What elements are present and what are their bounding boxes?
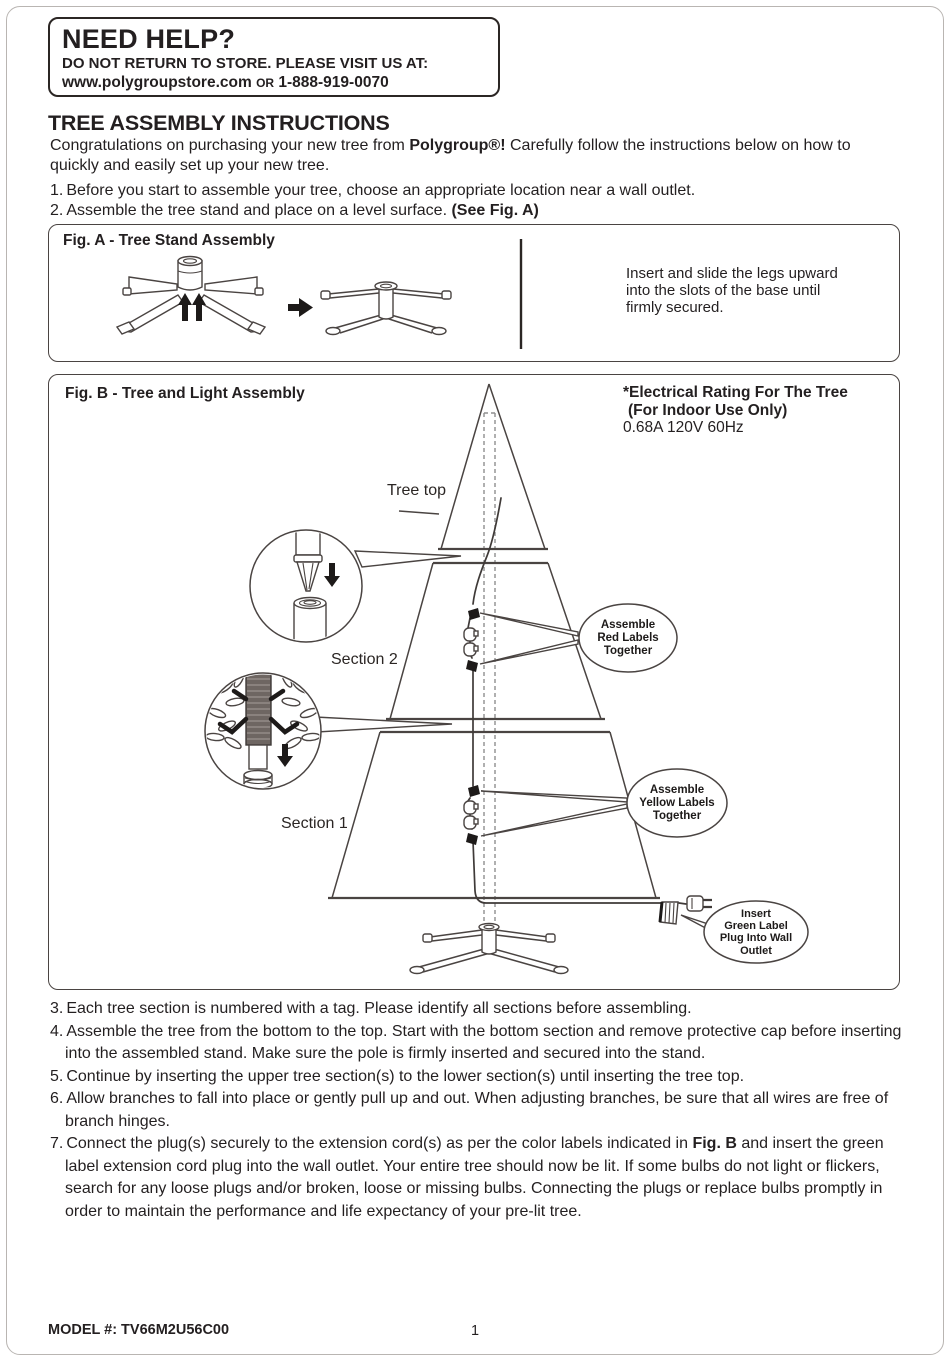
step-5-text: Continue by inserting the upper tree sec…	[66, 1067, 745, 1085]
step-7-number: 7.	[50, 1135, 64, 1152]
yellow-callout-text: Assemble Yellow Labels Together	[639, 784, 715, 822]
tree-stand-assembled-diagram	[320, 281, 452, 336]
fig-b-diagram	[204, 383, 809, 975]
red-callout-oval	[578, 603, 678, 673]
tree-top-label: Tree top	[387, 482, 446, 499]
right-arrow-icon	[288, 298, 313, 317]
intro-text-2: Carefully follow the instructions below …	[50, 137, 851, 174]
tree-top-outline	[438, 383, 548, 551]
step-3-text: Each tree section is numbered with a tag…	[66, 1000, 692, 1017]
step-7-text-post: and insert the green label extension cor…	[65, 1135, 884, 1220]
tree-stand-exploded-diagram	[115, 255, 267, 335]
red-pointer-top	[479, 612, 579, 637]
step-1: 1.Before you start to assemble your tree…	[50, 181, 925, 201]
step-4-number: 4.	[50, 1022, 64, 1040]
step-7-text-pre: Connect the plug(s) securely to the exte…	[66, 1135, 693, 1152]
assembly-steps: 3.Each tree section is numbered with a t…	[50, 998, 912, 1223]
yellow-pointer-bottom	[480, 803, 628, 837]
fig-a-diagram	[115, 239, 523, 349]
section-1-label: Section 1	[281, 815, 348, 832]
step-6: 6.Allow branches to fall into place or g…	[50, 1088, 912, 1133]
step-1-number: 1.	[50, 182, 64, 199]
rating-line-2: (For Indoor Use Only)	[628, 401, 788, 419]
red-pointer-bottom	[479, 639, 579, 665]
fig-b-panel: Fig. B - Tree and Light Assembly *Electr…	[48, 374, 900, 990]
red-callout-text: Assemble Red Labels Together	[597, 619, 659, 657]
power-plug	[686, 895, 712, 912]
step-4-text: Assemble the tree from the bottom to the…	[65, 1022, 902, 1063]
step-7-ref: Fig. B	[692, 1135, 737, 1152]
yellow-pointer-top	[480, 790, 628, 803]
step-5-number: 5.	[50, 1067, 64, 1085]
help-contact-line: www.polygroupstore.com OR 1-888-919-0070	[62, 73, 486, 93]
circle1-pointer	[353, 550, 462, 568]
step-4: 4.Assemble the tree from the bottom to t…	[50, 1021, 912, 1066]
page-number: 1	[470, 1323, 480, 1339]
section-2-outline	[386, 561, 605, 721]
section-2-label: Section 2	[331, 651, 398, 668]
green-callout-oval	[703, 900, 809, 964]
help-url: www.polygroupstore.com	[62, 74, 252, 91]
intro-text-1: Congratulations on purchasing your new t…	[50, 137, 410, 154]
step-6-number: 6.	[50, 1090, 64, 1107]
help-or-word: OR	[256, 76, 275, 90]
green-label-flag	[658, 901, 679, 925]
intro-paragraph: Congratulations on purchasing your new t…	[50, 136, 902, 176]
section-1-outline	[328, 730, 660, 900]
step-2-number: 2.	[50, 202, 64, 219]
electrical-rating: *Electrical Rating For The Tree (For Ind…	[623, 384, 848, 437]
rating-line-3: 0.68A 120V 60Hz	[623, 419, 744, 436]
step-3: 3.Each tree section is numbered with a t…	[50, 998, 912, 1021]
branch-hinge-arms	[217, 688, 300, 735]
step-2-text: Assemble the tree stand and place on a l…	[66, 202, 452, 219]
light-wire-top	[472, 497, 502, 605]
need-help-box: NEED HELP? DO NOT RETURN TO STORE. PLEAS…	[48, 17, 500, 97]
fig-a-title: Fig. A - Tree Stand Assembly	[63, 232, 275, 249]
step-5: 5.Continue by inserting the upper tree s…	[50, 1066, 912, 1089]
fig-b-title: Fig. B - Tree and Light Assembly	[65, 385, 305, 402]
light-wire-mid	[467, 617, 474, 787]
step-2-ref: (See Fig. A)	[451, 202, 539, 219]
step-7: 7.Connect the plug(s) securely to the ex…	[50, 1133, 912, 1223]
fig-a-panel: Fig. A - Tree Stand Assembly Insert and …	[48, 224, 900, 362]
center-pole-dashed	[483, 412, 496, 927]
step-3-number: 3.	[50, 1000, 64, 1017]
step-1-text: Before you start to assemble your tree, …	[66, 182, 696, 199]
brand-name: Polygroup®!	[409, 137, 506, 154]
help-title: NEED HELP?	[62, 24, 236, 54]
page-title: TREE ASSEMBLY INSTRUCTIONS	[48, 111, 390, 135]
tree-top-pointer-line	[398, 510, 440, 515]
help-subtitle: DO NOT RETURN TO STORE. PLEASE VISIT US …	[62, 55, 429, 72]
step-6-text: Allow branches to fall into place or gen…	[65, 1090, 889, 1130]
pole-insert-detail	[293, 531, 340, 641]
red-label-connectors	[463, 608, 480, 672]
help-phone: 1-888-919-0070	[278, 74, 389, 91]
step-2: 2.Assemble the tree stand and place on a…	[50, 201, 925, 221]
green-callout-text: Insert Green Label Plug Into Wall Outlet	[719, 908, 793, 957]
model-number: MODEL #: TV66M2U56C00	[48, 1322, 230, 1338]
yellow-label-connectors	[463, 785, 480, 845]
fig-a-instruction: Insert and slide the legs upward into th…	[626, 265, 838, 316]
yellow-callout-oval	[626, 768, 728, 838]
tree-stand-bottom	[409, 922, 569, 975]
rating-line-1: *Electrical Rating For The Tree	[623, 384, 848, 401]
